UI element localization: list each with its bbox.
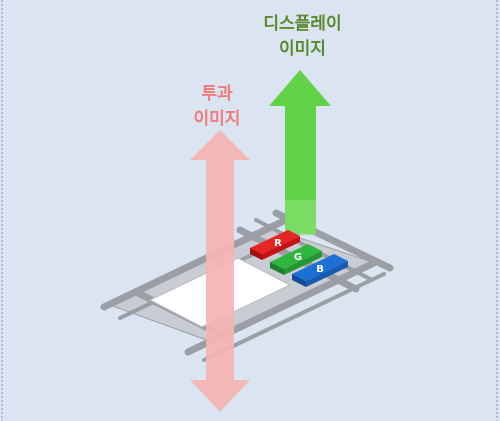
transmitted-image-label-line1: 투과: [201, 84, 233, 104]
subpixel-label-green: G: [294, 252, 302, 263]
subpixel-green: [270, 244, 322, 275]
subpixel-blue: [292, 254, 348, 287]
display-arrow-base: [285, 200, 316, 235]
display-image-label-line2: 이미지: [279, 39, 326, 59]
transmitted-light-arrow: [190, 130, 250, 412]
transmitted-image-label-line2: 이미지: [193, 109, 241, 129]
subpixel-label-red: R: [274, 238, 282, 249]
display-light-arrow: [269, 70, 331, 233]
subpixel-label-blue: B: [316, 264, 324, 275]
subpixel-red: [250, 230, 300, 260]
display-image-label: 디스플레이 이미지: [225, 12, 380, 62]
transmitted-image-label: 투과 이미지: [172, 82, 262, 132]
display-image-label-line1: 디스플레이: [263, 14, 342, 34]
